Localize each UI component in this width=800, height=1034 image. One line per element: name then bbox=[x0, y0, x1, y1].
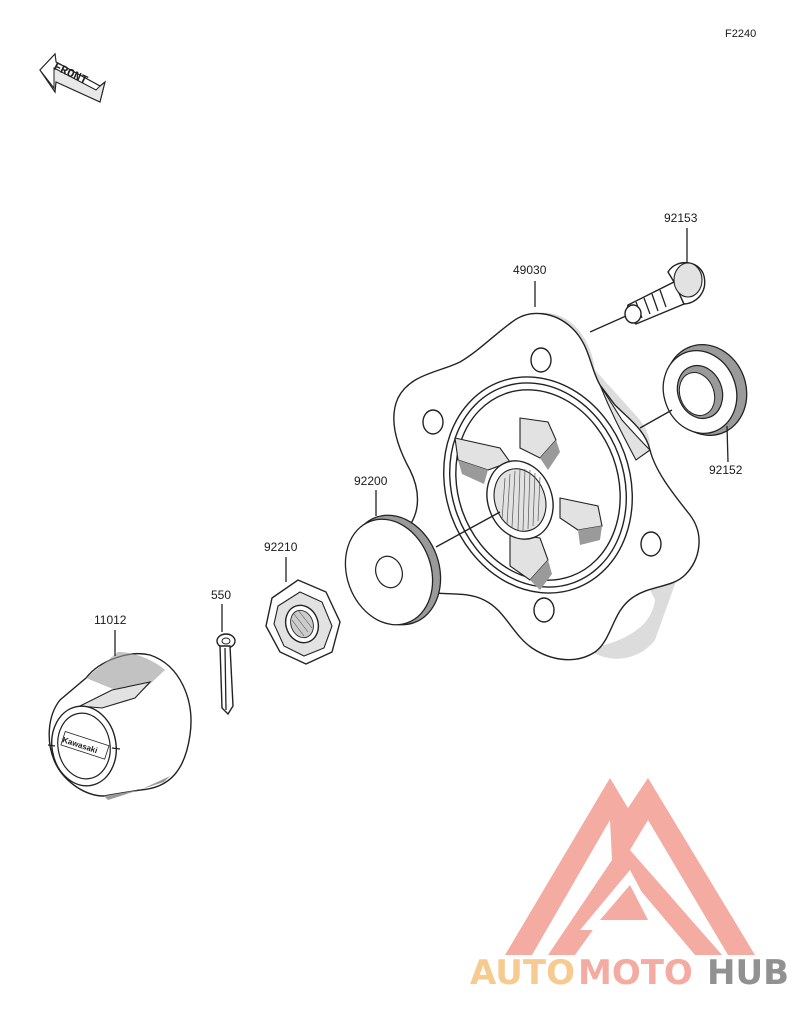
part-label-550: 550 bbox=[211, 588, 231, 602]
part-label-11012: 11012 bbox=[94, 613, 127, 627]
castle-nut bbox=[265, 579, 341, 665]
wheel-stud bbox=[624, 262, 706, 325]
wheel-hub bbox=[393, 312, 700, 661]
part-label-92200: 92200 bbox=[354, 474, 388, 488]
part-label-92152: 92152 bbox=[709, 463, 743, 477]
watermark-auto: AUTO bbox=[470, 953, 575, 993]
watermark-hub: HUB bbox=[707, 953, 789, 993]
oil-seal bbox=[662, 344, 748, 436]
part-label-49030: 49030 bbox=[513, 263, 547, 277]
watermark-moto: MOTO bbox=[578, 953, 693, 993]
part-label-92153: 92153 bbox=[664, 211, 698, 225]
watermark-logo: AUTO MOTO HUB bbox=[470, 778, 789, 993]
hub-cap: Kawasaki bbox=[47, 652, 192, 800]
part-label-92210: 92210 bbox=[264, 540, 298, 554]
leader-lines bbox=[114, 228, 729, 656]
cotter-pin bbox=[216, 633, 236, 716]
washer bbox=[344, 514, 442, 626]
front-arrow-icon: FRONT bbox=[39, 52, 107, 103]
figure-id: F2240 bbox=[725, 28, 756, 40]
